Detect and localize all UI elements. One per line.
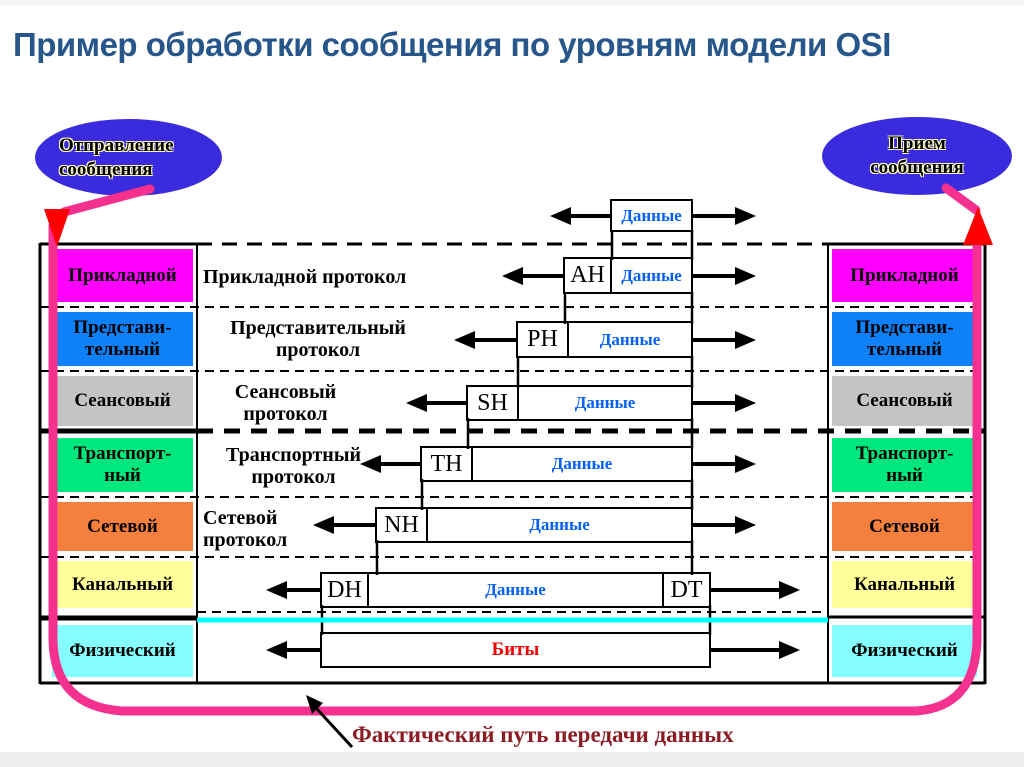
- packet-application: AH Данные: [563, 257, 693, 294]
- layer-network-left: Сетевой: [52, 502, 193, 551]
- packet-header-nh: NH: [377, 509, 428, 541]
- packet-payload: Данные: [485, 580, 546, 599]
- packet-payload: Данные: [599, 329, 661, 349]
- packet-header-ah: AH: [565, 259, 612, 292]
- packet-header-ph: PH: [518, 323, 569, 356]
- layer-datalink-right: Канальный: [832, 561, 977, 608]
- slide-title: Пример обработки сообщения по уровням мо…: [13, 26, 891, 63]
- protocol-session: Сеансовый протокол: [234, 380, 337, 425]
- actual-path-note: Фактический путь передачи данных: [352, 722, 734, 747]
- down-arrow-icon: [44, 209, 70, 247]
- packet-payload: Данные: [551, 454, 613, 473]
- packet-bits: Биты: [320, 632, 711, 668]
- layer-transport-left: Транспорт- ный: [52, 438, 193, 492]
- protocol-application: Прикладной протокол: [203, 265, 407, 288]
- packet-presentation: PH Данные: [516, 321, 693, 358]
- packet-payload: Данные: [621, 265, 682, 285]
- top-band: [0, 0, 1024, 6]
- packet-trailer-dt: DT: [662, 574, 709, 606]
- layer-session-right: Сеансовый: [832, 376, 977, 426]
- protocol-presentation: Представительный протокол: [230, 316, 406, 361]
- packet-header-dh: DH: [322, 574, 369, 606]
- packet-header-sh: SH: [468, 387, 519, 419]
- layer-presentation-right: Представи- тельный: [832, 312, 977, 366]
- layer-application-right: Прикладной: [832, 249, 977, 302]
- up-arrow-icon: [963, 207, 993, 245]
- layer-transport-right: Транспорт- ный: [832, 438, 977, 492]
- layer-datalink-left: Канальный: [52, 561, 193, 608]
- bottom-band: [0, 752, 1024, 767]
- packet-datalink: DH Данные DT: [320, 572, 711, 608]
- send-message-bubble: Отправление сообщения: [35, 119, 222, 196]
- packet-transport: TH Данные: [420, 446, 693, 482]
- protocol-transport: Транспортный протокол: [226, 443, 361, 488]
- note-arrow: [306, 695, 354, 749]
- layer-physical-right: Физический: [832, 625, 977, 677]
- receive-message-bubble: Прием сообщения: [822, 117, 1012, 195]
- packet-session: SH Данные: [466, 385, 693, 421]
- packet-payload: Данные: [621, 205, 682, 225]
- packet-payload: Биты: [491, 639, 540, 660]
- layer-network-right: Сетевой: [832, 502, 977, 551]
- layer-session-left: Сеансовый: [52, 376, 193, 426]
- packet-message: Данные: [610, 199, 693, 232]
- packet-payload: Данные: [574, 393, 636, 412]
- layer-presentation-left: Представи- тельный: [52, 312, 193, 366]
- protocol-network: Сетевой протокол: [203, 506, 288, 551]
- layer-application-left: Прикладной: [52, 249, 193, 302]
- layer-physical-left: Физический: [52, 625, 193, 677]
- packet-payload: Данные: [529, 515, 590, 534]
- packet-network: NH Данные: [375, 507, 693, 543]
- packet-header-th: TH: [422, 448, 473, 480]
